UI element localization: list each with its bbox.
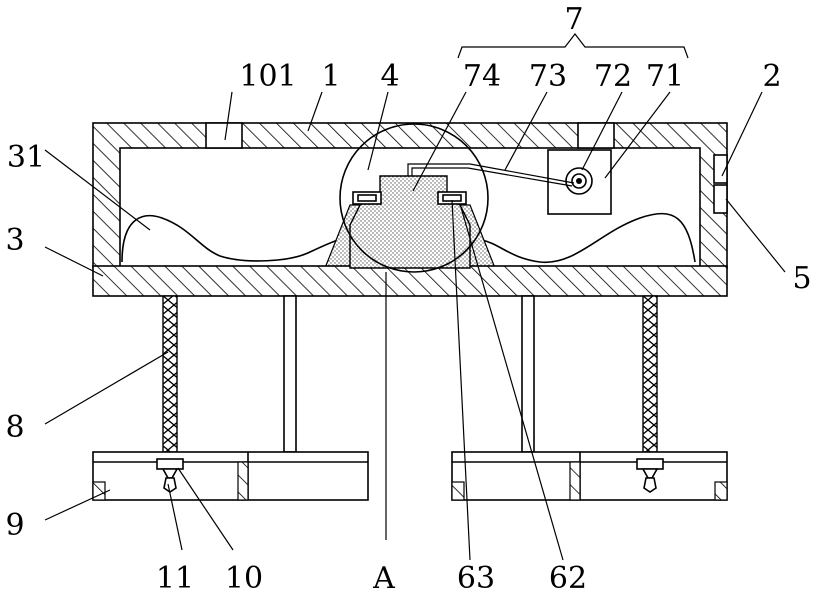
wall-part-5 [714,185,727,213]
top-vent-left [206,123,242,148]
label-11: 11 [156,561,194,596]
label-74: 74 [463,59,501,94]
label-5: 5 [792,261,811,296]
label-1: 1 [321,59,340,94]
label-9: 9 [5,508,24,543]
callout-labels: 7 101 1 4 74 73 72 71 2 31 3 5 8 9 11 10… [5,2,811,596]
label-71: 71 [646,59,684,94]
bracket-7 [458,34,688,58]
label-73: 73 [529,59,567,94]
label-4: 4 [380,59,399,94]
label-8: 8 [5,410,24,445]
label-7: 7 [564,2,583,37]
support-structure [93,296,727,500]
label-62: 62 [549,561,587,596]
label-2: 2 [762,59,781,94]
label-31: 31 [7,140,45,175]
base-plate [93,266,727,296]
label-72: 72 [594,59,632,94]
label-3: 3 [5,223,24,258]
label-101: 101 [239,59,296,94]
label-63: 63 [457,561,495,596]
label-a: A [372,561,395,596]
top-vent-right [578,123,614,148]
label-10: 10 [225,561,263,596]
